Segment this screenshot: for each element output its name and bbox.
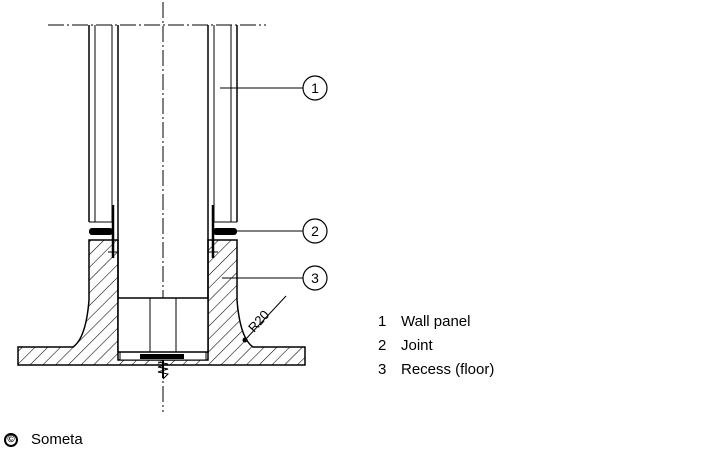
radius-dimension: R20	[242, 295, 287, 343]
drain-insert	[140, 354, 184, 359]
legend-number: 2	[378, 337, 387, 354]
radius-label: R20	[245, 307, 272, 335]
legend-item: 3 Recess (floor)	[378, 358, 494, 382]
callout-1: 1	[302, 75, 328, 101]
callout-3: 3	[302, 265, 328, 291]
screw-thread	[157, 361, 170, 380]
legend-label: Joint	[401, 337, 433, 354]
anchor-block	[149, 297, 177, 353]
copyright-notice: © Someta	[4, 431, 83, 448]
inner-cavity	[117, 297, 209, 353]
svg-text:2: 2	[311, 223, 319, 239]
legend-label: Recess (floor)	[401, 361, 495, 378]
legend-number: 3	[378, 361, 387, 378]
svg-text:3: 3	[311, 270, 319, 286]
leader-lines	[220, 87, 303, 279]
copyright-icon: ©	[4, 432, 18, 447]
joint-left	[89, 205, 118, 258]
svg-text:1: 1	[311, 80, 319, 96]
legend-item: 1 Wall panel	[378, 310, 494, 334]
callout-2: 2	[302, 218, 328, 244]
copyright-text: Someta	[31, 431, 83, 448]
legend-number: 1	[378, 313, 387, 330]
legend: 1 Wall panel 2 Joint 3 Recess (floor)	[378, 310, 494, 382]
recess-floor-section	[17, 239, 306, 380]
legend-item: 2 Joint	[378, 334, 494, 358]
legend-label: Wall panel	[401, 313, 471, 330]
joint-right	[208, 205, 237, 258]
